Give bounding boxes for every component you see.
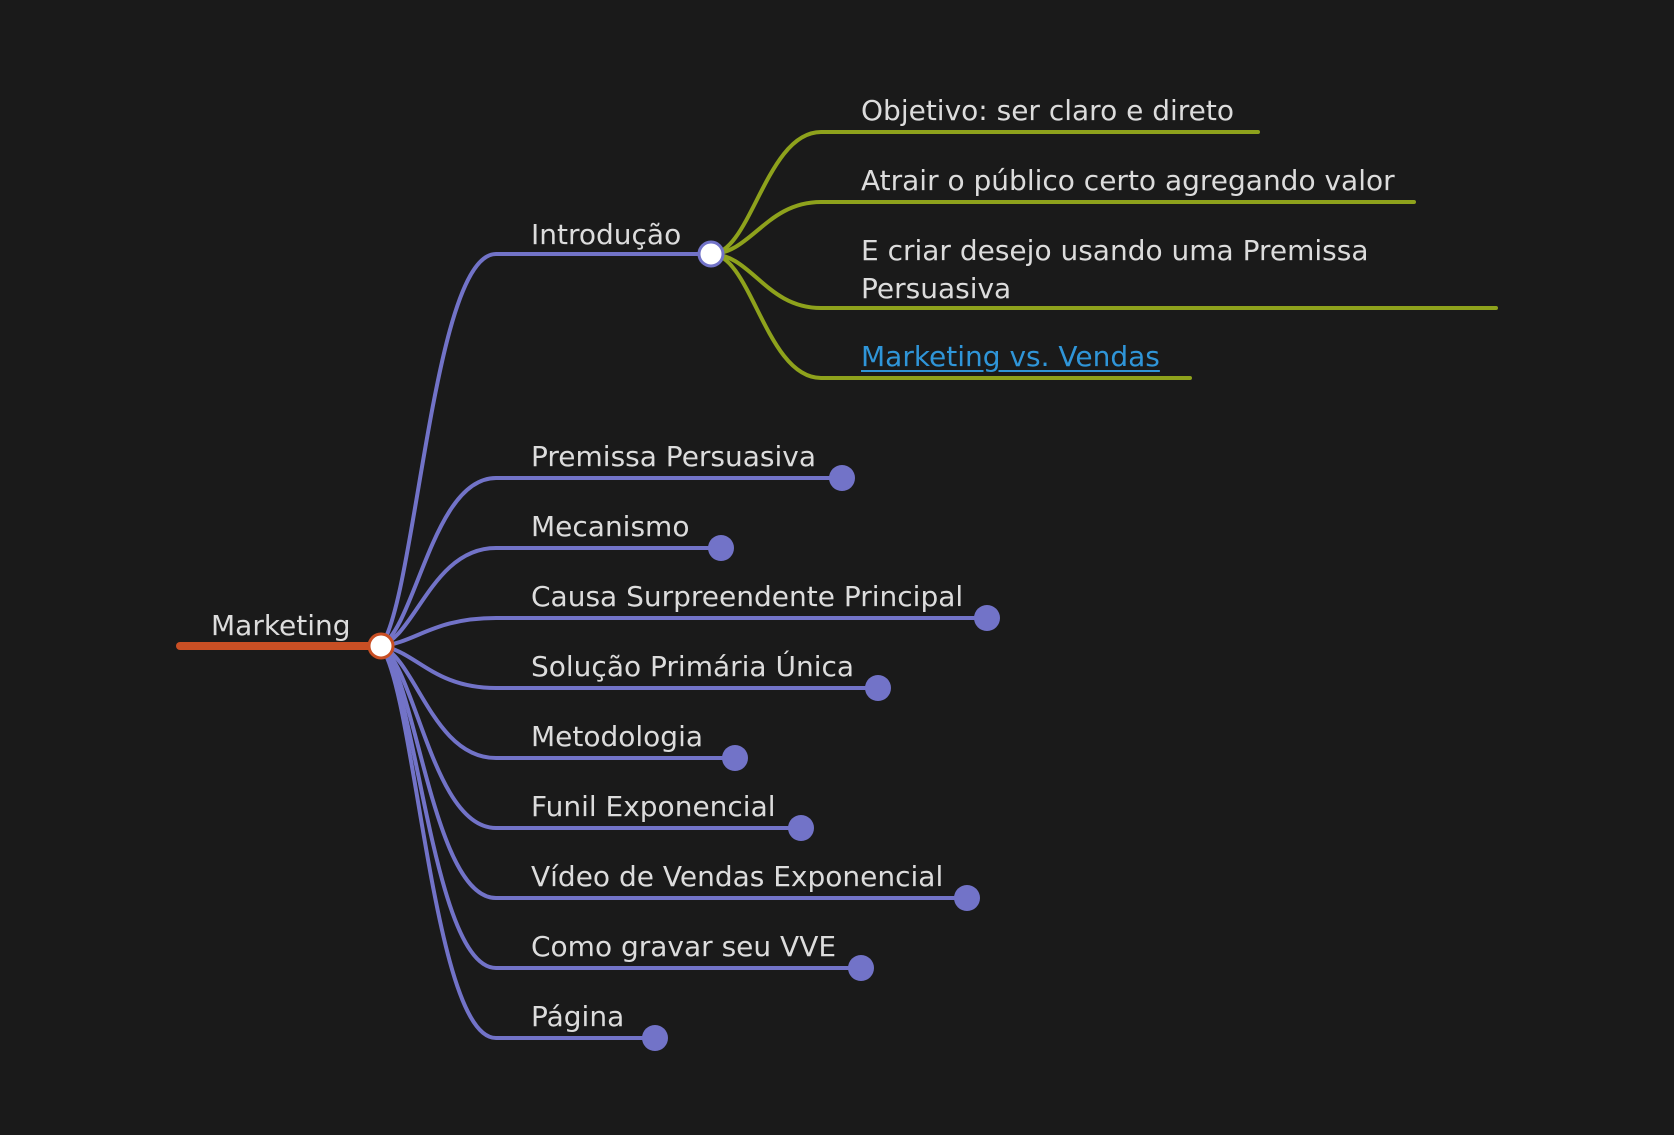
collapse-toggle-dot[interactable] [722, 745, 748, 771]
node-funil-exponencial[interactable]: Funil Exponencial [531, 790, 776, 823]
subbranch-line-2 [709, 252, 1498, 310]
branch-line-0 [379, 252, 713, 648]
branch-line-1 [379, 476, 844, 648]
expand-toggle-circle[interactable] [697, 240, 725, 268]
root-node-label[interactable]: Marketing [211, 609, 351, 642]
node-solucao-primaria[interactable]: Solução Primária Única [531, 650, 855, 683]
node-video-vendas[interactable]: Vídeo de Vendas Exponencial [531, 860, 944, 893]
collapse-toggle-dot[interactable] [954, 885, 980, 911]
branch-line-6 [379, 644, 803, 830]
collapse-toggle-dot[interactable] [788, 815, 814, 841]
node-premissa-persuasiva[interactable]: Premissa Persuasiva [531, 440, 817, 473]
collapse-toggle-dot[interactable] [642, 1025, 668, 1051]
node-pagina[interactable]: Página [531, 1000, 625, 1033]
node-introducao[interactable]: Introdução [531, 218, 682, 251]
branch-line-5 [379, 644, 737, 760]
collapse-toggle-dot[interactable] [708, 535, 734, 561]
root-toggle-circle[interactable] [367, 632, 395, 660]
node-causa-surpreendente[interactable]: Causa Surpreendente Principal [531, 580, 964, 613]
node-metodologia[interactable]: Metodologia [531, 720, 704, 753]
branch-line-2 [379, 546, 723, 648]
node-criar-desejo[interactable]: E criar desejo usando uma Premissa Persu… [861, 234, 1369, 305]
node-mecanismo[interactable]: Mecanismo [531, 510, 690, 543]
subbranch-line-1 [709, 200, 1416, 256]
collapse-toggle-dot[interactable] [848, 955, 874, 981]
node-objetivo[interactable]: Objetivo: ser claro e direto [861, 94, 1235, 127]
subbranch-line-3 [709, 252, 1192, 380]
collapse-toggle-dot[interactable] [829, 465, 855, 491]
branch-line-3 [379, 616, 989, 648]
collapse-toggle-dot[interactable] [865, 675, 891, 701]
collapse-toggle-dot[interactable] [974, 605, 1000, 631]
node-como-gravar[interactable]: Como gravar seu VVE [531, 930, 837, 963]
node-atrair-publico[interactable]: Atrair o público certo agregando valor [861, 164, 1395, 197]
branch-line-9 [379, 644, 657, 1040]
node-marketing-vs-vendas-link[interactable]: Marketing vs. Vendas [861, 340, 1160, 373]
subbranch-line-0 [709, 130, 1260, 256]
